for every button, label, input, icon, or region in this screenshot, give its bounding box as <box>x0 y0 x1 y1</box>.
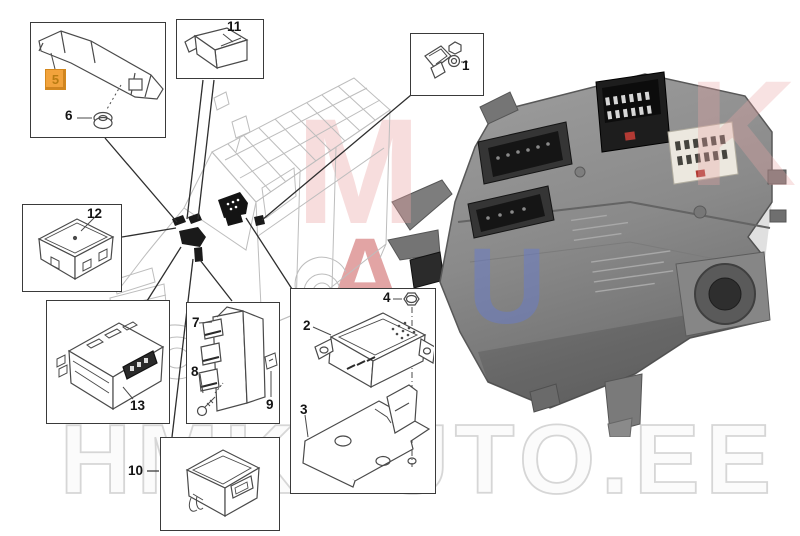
watermark-letter-u: U <box>468 225 546 346</box>
callout-6: 6 <box>65 108 73 123</box>
part-11-drawing <box>184 27 249 70</box>
callout-12: 12 <box>87 206 103 221</box>
part-box-12 <box>22 204 122 292</box>
callout-3: 3 <box>300 402 308 417</box>
bcm-mount-hole-inner <box>708 277 742 311</box>
bcm-boss <box>693 205 707 219</box>
watermark-letter-k: K <box>688 49 797 217</box>
watermark-letter-m: M <box>296 87 421 255</box>
part-10-drawing <box>185 449 261 518</box>
callout-11: 11 <box>227 19 242 34</box>
bcm-red-seal-2 <box>695 169 706 178</box>
part-box-10 <box>160 437 280 531</box>
bcm-red-seal-1 <box>624 131 636 141</box>
callout-5-highlighted: 5 <box>45 69 66 90</box>
callout-10: 10 <box>128 463 144 478</box>
callout-13: 13 <box>130 398 146 413</box>
bcm-white-connector <box>667 121 739 185</box>
part-5-6-drawing <box>38 30 164 130</box>
callout-2: 2 <box>303 318 311 333</box>
bcm-photo <box>387 71 787 437</box>
part-2-3-4-drawing <box>302 292 434 488</box>
bcm-leg-foot <box>607 417 633 437</box>
part-1-drawing <box>424 41 468 79</box>
callout-9: 9 <box>266 397 274 412</box>
callout-8: 8 <box>191 364 199 379</box>
part-box-7-8-9 <box>186 302 280 424</box>
part-box-1 <box>410 33 484 96</box>
part-7-8-9-drawing <box>196 306 278 417</box>
bcm-engraved-text <box>571 214 674 293</box>
callout-1: 1 <box>462 58 470 73</box>
bcm-black-connector <box>595 71 671 153</box>
bcm-corner-tab <box>479 91 519 125</box>
bcm-leg <box>604 373 643 433</box>
part-box-13 <box>46 300 170 424</box>
part-13-drawing <box>56 321 165 411</box>
mount-location-markers <box>172 213 265 262</box>
callout-4: 4 <box>383 290 391 305</box>
bcm-socket-upper <box>477 121 573 185</box>
callout-7: 7 <box>192 315 200 330</box>
bcm-location-marker <box>218 192 248 226</box>
bcm-boss-2 <box>574 166 586 178</box>
part-box-2-3-4 <box>290 288 436 494</box>
bcm-lower-shade <box>478 202 772 408</box>
bcm-left-tab-upper <box>391 179 453 231</box>
bcm-right-tab-2 <box>769 209 787 223</box>
part-box-11 <box>176 19 264 79</box>
leader-lines <box>104 79 412 472</box>
bcm-right-tab-1 <box>767 169 787 185</box>
callout-5-label: 5 <box>51 72 60 87</box>
bcm-foot-1 <box>529 383 561 413</box>
bcm-socket-lower <box>467 185 555 239</box>
part-12-drawing <box>37 216 115 281</box>
